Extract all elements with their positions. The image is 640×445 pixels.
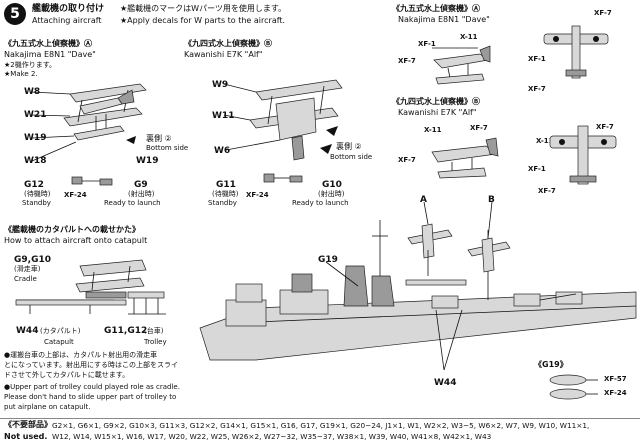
alf-bottom-jp: 裏側 ② <box>336 142 362 151</box>
dave-bottom-en: Bottom side <box>146 144 189 152</box>
ship-plane-a-label: A <box>420 195 427 205</box>
decal-dave-code-6: XF-7 <box>528 85 546 93</box>
note-en-line2: Please don't hand to slide upper part of… <box>4 393 177 401</box>
note-en-line3: put airplane on catapult. <box>4 403 91 411</box>
dave-g9-label: G9 <box>134 180 148 190</box>
alf-name: Kawanishi E7K "Alf" <box>184 50 263 59</box>
note-jp-line3: ドさせて外してカタパルトに載せます。 <box>4 371 130 379</box>
ship-w44-label: W44 <box>434 378 457 388</box>
alf-title-jp: 《九四式水上偵察機》Ⓑ <box>184 39 272 48</box>
ship-plane-b-label: B <box>488 195 495 205</box>
dave-xf24-label: XF-24 <box>64 191 87 199</box>
decal-alf-title-jp: 《九四式水上偵察機》Ⓑ <box>392 97 480 106</box>
decal-alf-code-7: XF-7 <box>538 187 556 195</box>
g19-detail-drawing <box>549 374 598 400</box>
decal-alf-name: Kawanishi E7K "Alf" <box>398 108 477 117</box>
alf-trolley-parts <box>263 173 303 183</box>
dave-standby-label: Standby <box>22 199 51 207</box>
alf-g11-jp: (待機時) <box>212 190 239 198</box>
note-jp-line1: ●運搬台車の上部は、カタパルト射出用の滑走車 <box>4 351 158 359</box>
catapult-g1112-label: G11,G12 <box>104 326 148 336</box>
dave-bottom-jp: 裏側 ② <box>146 134 172 143</box>
decal-dave-code-4: XF-7 <box>594 9 612 17</box>
decal-dave-code-5: XF-1 <box>528 55 546 63</box>
unused-parts-line2: W12, W14, W15×1, W16, W17, W20, W22, W25… <box>52 432 492 441</box>
catapult-drawing <box>15 259 166 315</box>
part-label-w19b: W19 <box>136 156 159 166</box>
part-label-w11: W11 <box>212 111 235 121</box>
g19-detail-title: 《G19》 <box>534 360 568 369</box>
alf-g11-label: G11 <box>216 180 236 190</box>
catapult-title-jp: 《艦載機のカタパルトへの載せかた》 <box>4 225 140 234</box>
part-label-w9: W9 <box>212 80 229 90</box>
footer-divider <box>0 418 640 419</box>
decal-alf-code-3: XF-7 <box>398 156 416 164</box>
g19-xf57-label: XF-57 <box>604 375 627 383</box>
catapult-g9g10-label: G9,G10 <box>14 255 51 265</box>
dave-g12-label: G12 <box>24 180 44 190</box>
catapult-g1112-jp: (台車) <box>144 327 164 335</box>
catapult-cradle-label: Cradle <box>14 275 37 283</box>
decal-dave-code-1: XF-1 <box>418 40 436 48</box>
decal-alf-code-4: XF-7 <box>596 123 614 131</box>
catapult-w44-jp: (カタパルト) <box>40 327 81 335</box>
decal-note-jp: ★艦載機のマークはWパーツ用を使用します。 <box>120 4 287 13</box>
decal-alf-code-1: X-11 <box>424 126 442 134</box>
dave-title-jp: 《九五式水上偵察機》Ⓐ <box>4 39 92 48</box>
note-jp-line2: とになっています。射出用にする時はこの上部をスライ <box>4 361 179 369</box>
decal-alf-code-2: XF-7 <box>470 124 488 132</box>
decal-alf-code-6: XF-1 <box>528 165 546 173</box>
catapult-title-en: How to attach aircraft onto catapult <box>4 236 148 245</box>
decal-alf-side-view <box>431 137 499 179</box>
alf-assembly-drawing <box>223 79 343 161</box>
alf-standby-label: Standby <box>208 199 237 207</box>
decal-dave-top-view <box>543 25 609 79</box>
decal-dave-code-2: X-11 <box>460 33 478 41</box>
step-title-jp: 艦載機の取り付け <box>32 4 105 14</box>
dave-g12-jp: (待機時) <box>24 190 51 198</box>
decal-dave-name: Nakajima E8N1 "Dave" <box>398 15 490 24</box>
decal-alf-code-5: X-11 <box>536 137 554 145</box>
step-title-en: Attaching aircraft <box>32 16 102 25</box>
alf-bottom-en: Bottom side <box>330 153 373 161</box>
unused-parts-line1: G2×1, G6×1, G9×2, G10×3, G11×3, G12×2, G… <box>52 421 590 430</box>
dave-g9-jp: (射出時) <box>128 190 155 198</box>
decal-dave-title-jp: 《九五式水上偵察機》Ⓐ <box>392 4 480 13</box>
catapult-w44-label: W44 <box>16 326 39 336</box>
dave-trolley-parts <box>71 176 113 186</box>
alf-xf24-label: XF-24 <box>246 191 269 199</box>
catapult-catapult-label: Catapult <box>44 338 74 346</box>
dave-make-jp: ★2機作ります。 <box>4 61 57 69</box>
dave-assembly-drawing <box>31 83 147 162</box>
step-number-badge: 5 <box>4 3 26 25</box>
catapult-g9g10-jp: (滑走車) <box>14 265 41 273</box>
decal-dave-code-3: XF-7 <box>398 57 416 65</box>
decal-alf-top-view <box>549 125 617 185</box>
catapult-trolley-label: Trolley <box>144 338 167 346</box>
decal-note-en: ★Apply decals for W parts to the aircraf… <box>120 16 286 25</box>
g19-xf24-label: XF-24 <box>604 389 627 397</box>
alf-g10-label: G10 <box>322 180 342 190</box>
unused-title-jp: 《不要部品》 <box>4 420 52 429</box>
note-en-line1: ●Upper part of trolley could played role… <box>4 383 180 391</box>
dave-make-en: ★Make 2. <box>4 70 38 78</box>
decal-dave-side-view <box>432 45 491 85</box>
ship-drawing <box>199 201 637 371</box>
unused-title-en: Not used. <box>4 432 48 441</box>
ship-g19-label: G19 <box>318 255 338 265</box>
alf-g10-jp: (射出時) <box>318 190 345 198</box>
dave-ready-label: Ready to launch <box>104 199 161 207</box>
alf-ready-label: Ready to launch <box>292 199 349 207</box>
part-label-w6: W6 <box>214 146 231 156</box>
dave-name: Nakajima E8N1 "Dave" <box>4 50 96 59</box>
part-label-w18: W18 <box>24 156 47 166</box>
